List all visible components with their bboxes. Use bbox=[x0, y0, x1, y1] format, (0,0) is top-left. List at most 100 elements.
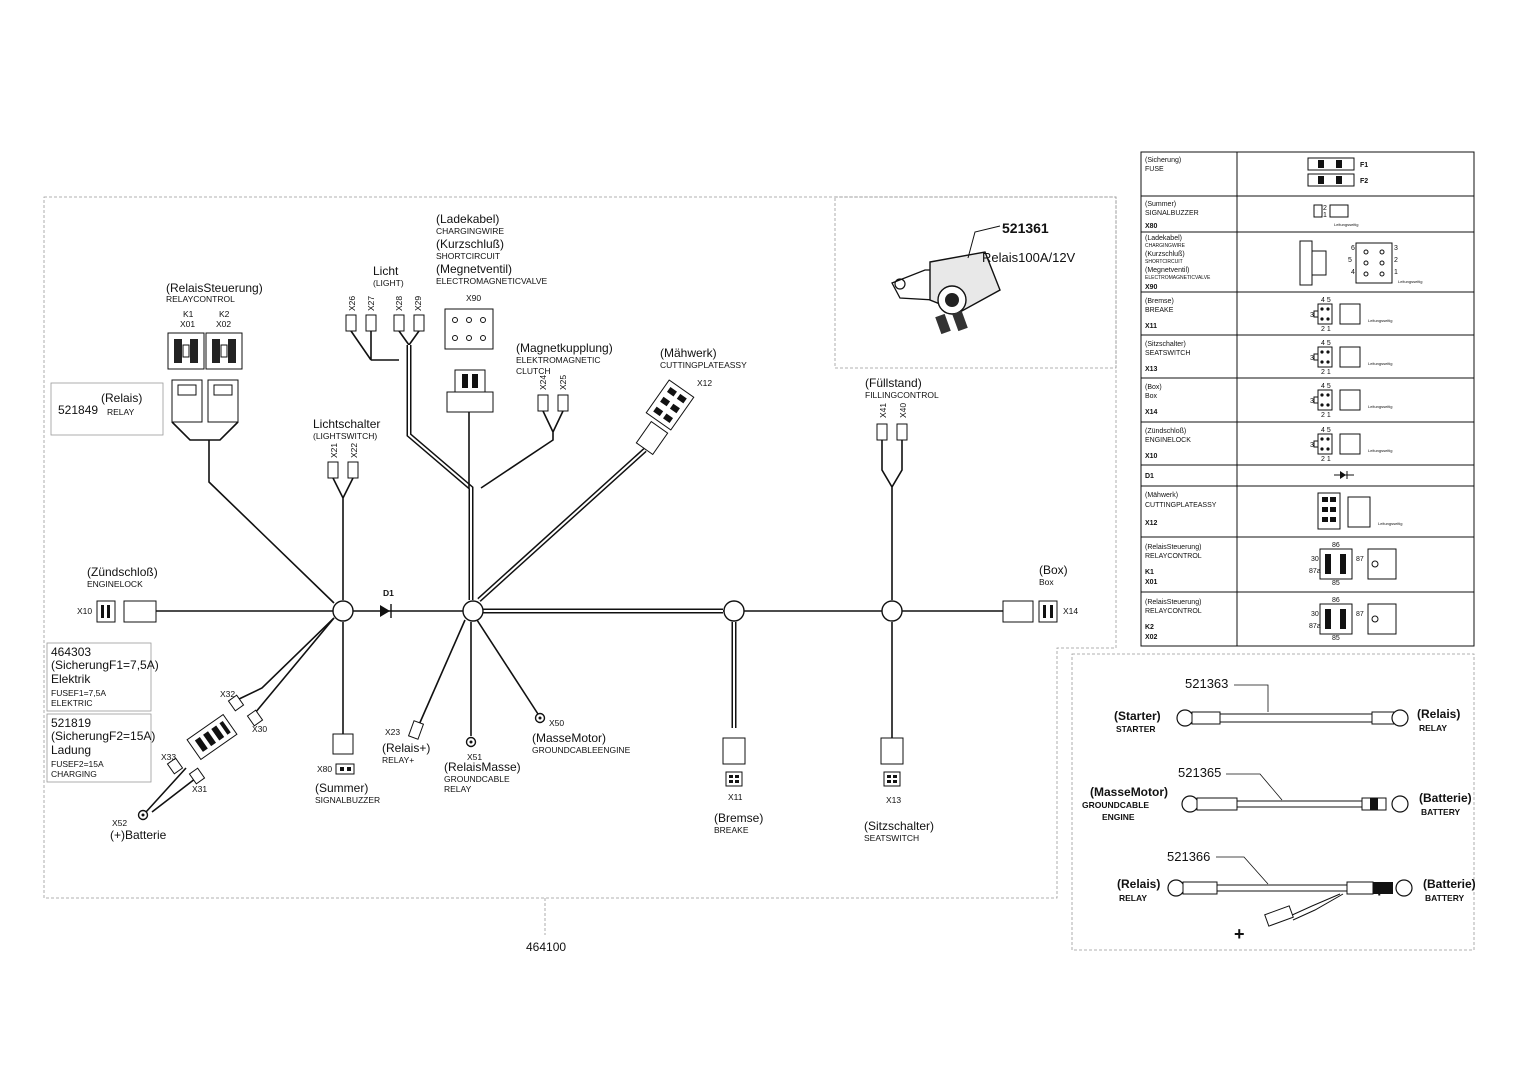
x25-label: X25 bbox=[558, 375, 568, 390]
legend-mark: 2 1 bbox=[1321, 412, 1331, 419]
x28-label: X28 bbox=[394, 296, 404, 311]
legend-row-label: (Sitzschalter) bbox=[1145, 341, 1186, 348]
legend-mark: 4 bbox=[1351, 269, 1355, 276]
cable3-plus-mark: + bbox=[1374, 881, 1385, 901]
cable1-part: 521363 bbox=[1185, 676, 1228, 691]
relay-control-title: (RelaisSteuerung) bbox=[166, 281, 263, 295]
x13-label: X13 bbox=[886, 795, 901, 805]
cable3-part: 521366 bbox=[1167, 849, 1210, 864]
legend-row-label: (Zündschloß) bbox=[1145, 428, 1186, 435]
legend-row-code: X11 bbox=[1145, 323, 1157, 330]
charging-title-2: (Kurzschluß) bbox=[436, 237, 504, 251]
legend-row-label: (Box) bbox=[1145, 384, 1162, 391]
fuse2-sub-2: CHARGING bbox=[51, 769, 97, 779]
cable1-left-title: (Starter) bbox=[1114, 709, 1161, 723]
legend-note: Leitungsseitig bbox=[1368, 318, 1392, 323]
x12-label: X12 bbox=[697, 378, 712, 388]
legend-row-label: Box bbox=[1145, 393, 1158, 400]
legend-mark: 4 5 bbox=[1321, 427, 1331, 434]
x80-connector bbox=[335, 763, 355, 775]
cable3-plus-mark-2: + bbox=[1234, 924, 1245, 944]
legend-mark: 2 1 bbox=[1321, 326, 1331, 333]
legend-row-code: X14 bbox=[1145, 409, 1158, 416]
legend-mark: 86 bbox=[1332, 542, 1340, 549]
x27-label: X27 bbox=[366, 296, 376, 311]
relay-box-title: (Relais) bbox=[101, 391, 142, 405]
seat-subtitle: SEATSWITCH bbox=[864, 833, 919, 843]
fill-title: (Füllstand) bbox=[865, 376, 922, 390]
legend-row-code: X13 bbox=[1145, 366, 1158, 373]
brake-title: (Bremse) bbox=[714, 811, 763, 825]
relay-k2: K2 bbox=[219, 309, 230, 319]
legend-mark: 85 bbox=[1332, 580, 1340, 587]
legend-mark: 3 bbox=[1310, 442, 1314, 449]
legend-row-label: BREAKE bbox=[1145, 307, 1174, 314]
fill-connectors bbox=[876, 423, 908, 600]
legend-row-code: X90 bbox=[1145, 284, 1158, 291]
cable1-right-sub: RELAY bbox=[1419, 723, 1447, 733]
legend-row-label: RELAYCONTROL bbox=[1145, 608, 1202, 615]
charging-sub-3: ELECTROMAGNETICVALVE bbox=[436, 276, 547, 286]
x26-label: X26 bbox=[347, 296, 357, 311]
legend-row-label: CUTTINGPLATEASSY bbox=[1145, 502, 1217, 509]
legend-mark: 5 bbox=[1348, 257, 1352, 264]
assembly-number: 464100 bbox=[526, 940, 566, 954]
x50-label: X50 bbox=[549, 718, 564, 728]
legend-row-label: (Megnetventil) bbox=[1145, 267, 1189, 274]
legend-five-pin-rows: (Bremse) BREAKE X11 4 5 3 2 1 Leitungsseitig (S… bbox=[1145, 297, 1392, 463]
mower-subtitle: CUTTINGPLATEASSY bbox=[660, 360, 747, 370]
legend-relay-icon bbox=[1319, 603, 1397, 635]
relay-100a-drawing bbox=[891, 225, 1001, 335]
legend-note: Leitungsseitig bbox=[1378, 521, 1402, 526]
x14-label: X14 bbox=[1063, 606, 1078, 616]
cable2-left-sub-1: GROUNDCABLE bbox=[1082, 800, 1149, 810]
legend-row-label: (Mähwerk) bbox=[1145, 492, 1178, 499]
legend-mark: 2 1 bbox=[1321, 369, 1331, 376]
legend-mark: 4 5 bbox=[1321, 340, 1331, 347]
fill-subtitle: FILLINGCONTROL bbox=[865, 390, 939, 400]
diode-label: D1 bbox=[383, 588, 394, 598]
legend-relay-icon bbox=[1319, 548, 1397, 580]
charging-title-3: (Megnetventil) bbox=[436, 262, 512, 276]
clutch-sub-1: ELEKTROMAGNETIC bbox=[516, 355, 601, 365]
fuse-holder bbox=[186, 713, 238, 761]
x90-connector bbox=[444, 308, 494, 413]
legend-mark: F2 bbox=[1360, 178, 1368, 185]
cable2-left-sub-2: ENGINE bbox=[1102, 812, 1135, 822]
clutch-title: (Magnetkupplung) bbox=[516, 341, 613, 355]
x30-label: X30 bbox=[252, 724, 267, 734]
legend-mark: 30 bbox=[1311, 611, 1319, 618]
legend-mark: 87a bbox=[1309, 568, 1321, 575]
x31-connector bbox=[188, 767, 206, 785]
x33-label: X33 bbox=[161, 752, 176, 762]
light-switch-subtitle: (LIGHTSWITCH) bbox=[313, 431, 377, 441]
legend-row-code: X01 bbox=[1145, 579, 1158, 586]
legend-row-label: (Bremse) bbox=[1145, 298, 1174, 305]
legend-mark: 1 bbox=[1394, 269, 1398, 276]
legend-row-code: K2 bbox=[1145, 624, 1154, 631]
legend-note: Leitungsseitig bbox=[1368, 404, 1392, 409]
x11-connector bbox=[725, 771, 743, 787]
legend-row-label: RELAYCONTROL bbox=[1145, 553, 1202, 560]
x10-connector bbox=[96, 600, 157, 623]
fuse2-title-2: Ladung bbox=[51, 743, 91, 757]
charging-sub-2: SHORTCIRCUIT bbox=[436, 251, 500, 261]
clutch-connectors bbox=[480, 394, 569, 489]
legend-mark: 85 bbox=[1332, 635, 1340, 642]
legend-row-label: (Ladekabel) bbox=[1145, 235, 1182, 242]
x23-label: X23 bbox=[385, 727, 400, 737]
cables-inset-frame bbox=[1071, 653, 1475, 951]
legend-x90-icon bbox=[1299, 240, 1393, 286]
legend-row-label: (Kurzschluß) bbox=[1145, 251, 1185, 258]
x51-label: X51 bbox=[467, 752, 482, 762]
legend-diode-icon bbox=[1334, 471, 1354, 479]
cable1-drawing bbox=[1176, 709, 1409, 727]
legend-row-code: X10 bbox=[1145, 453, 1158, 460]
legend-five-pin-icon bbox=[1313, 433, 1361, 455]
x13-connector bbox=[883, 771, 901, 787]
x23-connector bbox=[407, 720, 425, 740]
light-switch-title: Lichtschalter bbox=[313, 417, 380, 431]
legend-five-pin-icon bbox=[1313, 303, 1361, 325]
legend-mark: 2 1 bbox=[1321, 456, 1331, 463]
battery-title: (+)Batterie bbox=[110, 828, 167, 842]
